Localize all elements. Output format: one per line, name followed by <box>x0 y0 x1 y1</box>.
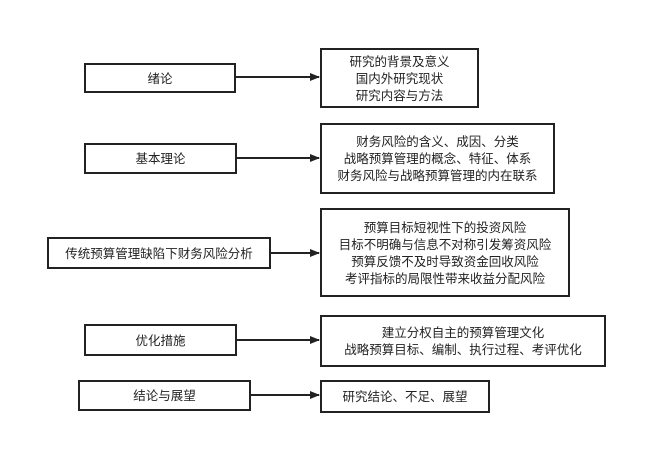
detail-line: 预算反馈不及时导致资金回收风险 <box>351 253 539 269</box>
detail-box-theory: 财务风险的含义、成因、分类 战略预算管理的概念、特征、体系 财务风险与战略预算管… <box>320 123 555 194</box>
detail-box-conclusion: 研究结论、不足、展望 <box>320 380 490 413</box>
section-label: 优化措施 <box>135 332 186 348</box>
detail-line: 目标不明确与信息不对称引发筹资风险 <box>338 236 552 252</box>
detail-box-risk-analysis: 预算目标短视性下的投资风险 目标不明确与信息不对称引发筹资风险 预算反馈不及时导… <box>320 208 570 297</box>
section-box-risk-analysis: 传统预算管理缺陷下财务风险分析 <box>47 237 271 269</box>
section-box-introduction: 绪论 <box>84 63 236 93</box>
detail-box-introduction: 研究的背景及意义 国内外研究现状 研究内容与方法 <box>320 48 479 108</box>
detail-line: 研究结论、不足、展望 <box>342 389 468 404</box>
detail-line: 国内外研究现状 <box>355 70 444 86</box>
detail-line: 预算目标短视性下的投资风险 <box>363 219 527 235</box>
detail-line: 研究内容与方法 <box>355 87 444 103</box>
section-label: 传统预算管理缺陷下财务风险分析 <box>65 245 253 261</box>
section-box-optimization: 优化措施 <box>84 324 237 356</box>
section-label: 绪论 <box>147 70 173 86</box>
detail-line: 考评指标的局限性带来收益分配风险 <box>344 270 545 286</box>
detail-line: 财务风险的含义、成因、分类 <box>356 134 519 149</box>
section-label: 基本理论 <box>135 151 186 166</box>
section-box-theory: 基本理论 <box>84 143 237 174</box>
detail-line: 建立分权自主的预算管理文化 <box>381 325 545 340</box>
detail-line: 财务风险与战略预算管理的内在联系 <box>337 168 538 183</box>
detail-line: 战略预算目标、编制、执行过程、考评优化 <box>344 342 582 357</box>
detail-box-optimization: 建立分权自主的预算管理文化 战略预算目标、编制、执行过程、考评优化 <box>320 315 606 367</box>
detail-line: 战略预算管理的概念、特征、体系 <box>343 151 532 166</box>
detail-line: 研究的背景及意义 <box>349 53 450 69</box>
section-label: 结论与展望 <box>133 388 196 403</box>
section-box-conclusion: 结论与展望 <box>78 380 251 411</box>
